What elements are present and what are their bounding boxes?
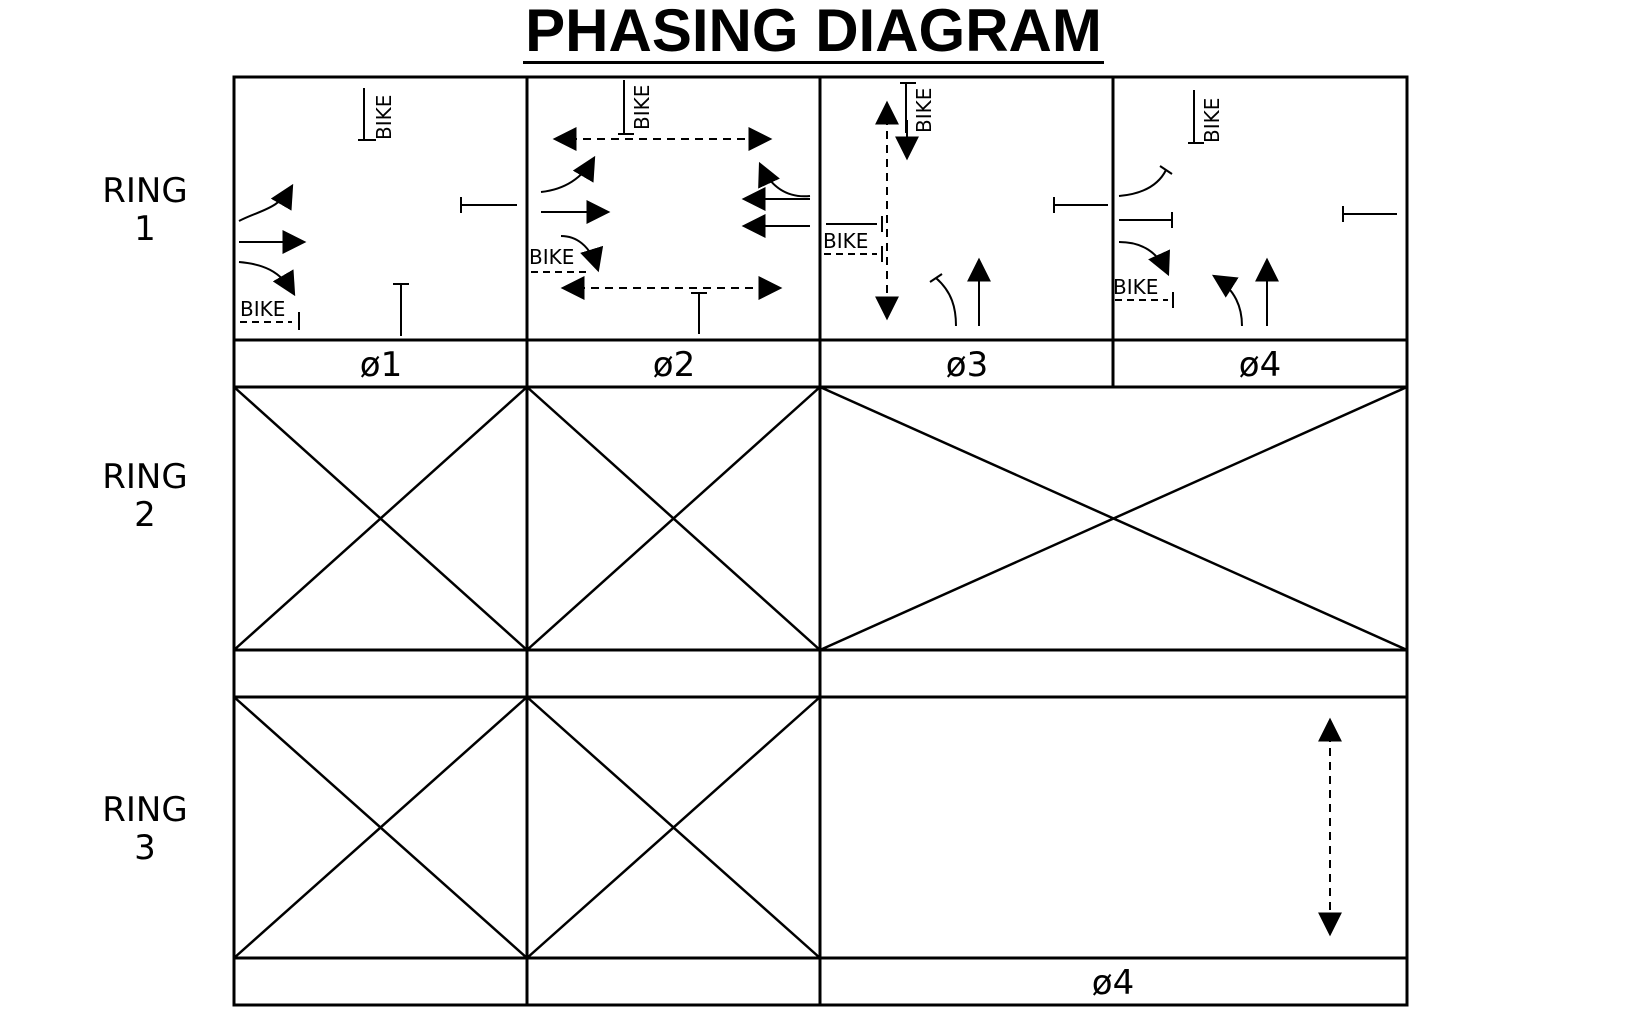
bike-label: BIKE [1113, 275, 1158, 299]
phase-label-3: ø3 [946, 345, 988, 385]
ring-3-number: 3 [134, 828, 156, 868]
title-text: PHASING DIAGRAM [523, 0, 1104, 64]
ring3-phase-label: ø4 [1092, 963, 1134, 1003]
bike-label: BIKE [529, 245, 574, 269]
empty-phase-marks [233, 385, 1408, 959]
bike-label: BIKE [372, 95, 396, 140]
ring-1-label: RING 1 [102, 171, 187, 249]
bike-label: BIKE [630, 85, 654, 130]
phase-label-4: ø4 [1239, 345, 1281, 385]
phase-4-movements: BIKE BIKE [1113, 90, 1397, 327]
phase-2-movements: BIKE BIKE [529, 80, 811, 334]
ring-3-word: RING [102, 790, 187, 830]
bike-label: BIKE [912, 88, 936, 133]
ring-1-word: RING [102, 171, 187, 211]
diagram-grid [232, 75, 1409, 1007]
phase-label-1: ø1 [360, 345, 402, 385]
ring-1-number: 1 [134, 209, 156, 249]
ring-2-label: RING 2 [102, 457, 187, 535]
bike-label: BIKE [823, 229, 868, 253]
bike-label: BIKE [1200, 98, 1224, 143]
ring-2-word: RING [102, 457, 187, 497]
bike-label: BIKE [240, 297, 285, 321]
phase-1-movements: BIKE BIKE [238, 88, 517, 336]
ring-3-label: RING 3 [102, 790, 187, 868]
phase-3-movements: BIKE BIKE [823, 82, 1108, 327]
diagram-title: PHASING DIAGRAM [0, 0, 1627, 70]
ring-2-number: 2 [134, 495, 156, 535]
phase-label-2: ø2 [653, 345, 695, 385]
